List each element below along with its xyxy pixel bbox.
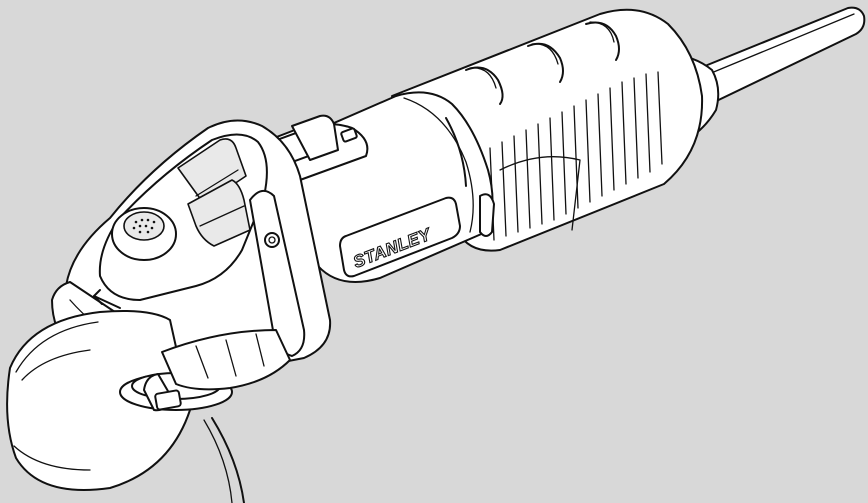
lower-head: [161, 329, 291, 391]
power-cord: [699, 6, 866, 107]
disc-guard: [6, 310, 191, 491]
switch-cap: [291, 114, 339, 161]
side-switch: [479, 193, 495, 237]
spindle-lock-button: [123, 211, 165, 241]
guard-lever: [203, 417, 245, 503]
arrow-mark: [93, 295, 121, 309]
